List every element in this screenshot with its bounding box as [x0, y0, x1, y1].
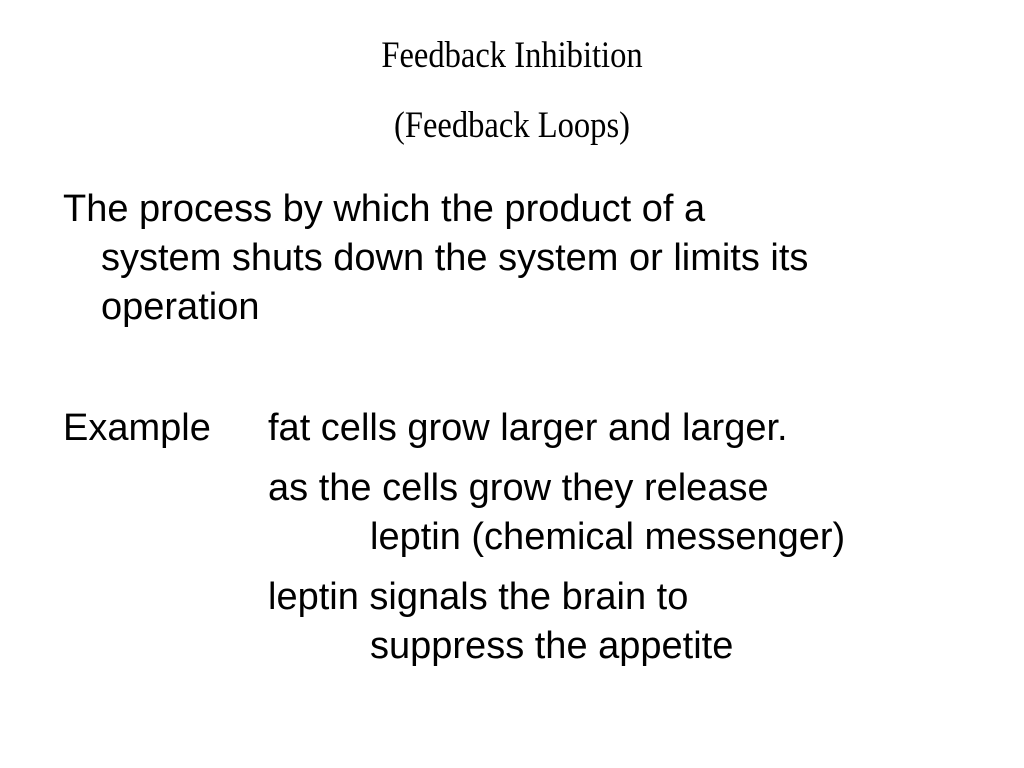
example-label: Example: [63, 407, 211, 449]
slide-title: Feedback Inhibition: [381, 35, 643, 76]
slide-subtitle: (Feedback Loops): [393, 105, 630, 146]
example-item-2-line-1: as the cells grow they release: [268, 467, 769, 509]
definition-line-1: The process by which the product of a: [63, 188, 706, 230]
definition-line-3: operation: [101, 286, 260, 328]
example-item-2-line-2: leptin (chemical messenger): [370, 516, 846, 558]
definition-line-2: system shuts down the system or limits i…: [101, 237, 809, 279]
example-item-3-line-1: leptin signals the brain to: [268, 576, 689, 618]
example-item-3-line-2: suppress the appetite: [370, 625, 734, 667]
example-item-1: fat cells grow larger and larger.: [268, 407, 788, 449]
